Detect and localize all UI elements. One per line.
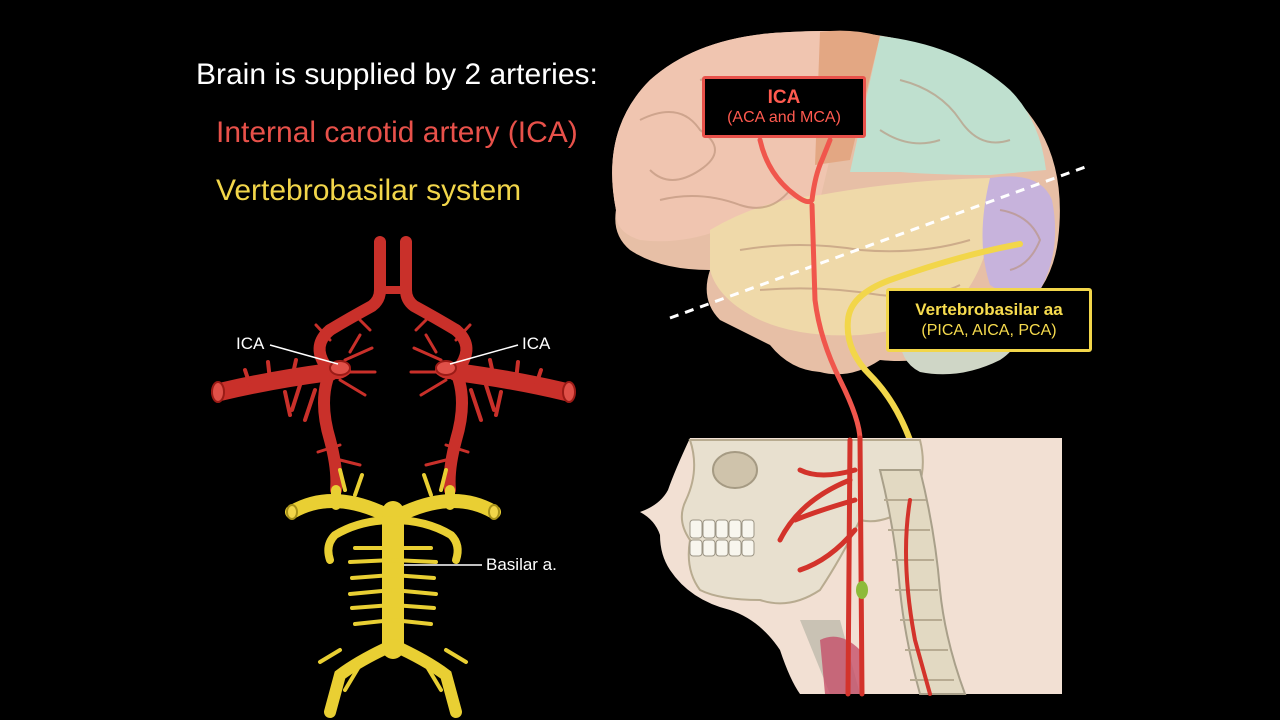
slide-heading: Brain is supplied by 2 arteries: bbox=[196, 58, 598, 91]
ica-callout-subtitle: (ACA and MCA) bbox=[727, 109, 841, 126]
carotid-body bbox=[856, 581, 868, 599]
ica-list-item: Internal carotid artery (ICA) bbox=[216, 116, 578, 149]
orbit bbox=[712, 451, 758, 489]
vertebrobasilar-callout-box: Vertebrobasilar aa (PICA, AICA, PCA) bbox=[886, 288, 1092, 352]
left-ica-stump bbox=[329, 360, 351, 376]
ica-right-label: ICA bbox=[522, 334, 551, 353]
teeth bbox=[689, 519, 755, 557]
basilar-label: Basilar a. bbox=[486, 555, 557, 574]
vertebrobasilar-callout-title: Vertebrobasilar aa bbox=[915, 300, 1063, 319]
vertebrobasilar-list-item: Vertebrobasilar system bbox=[216, 174, 522, 207]
occipital-lobe bbox=[982, 176, 1056, 297]
thyroid bbox=[820, 636, 860, 694]
spine bbox=[878, 469, 967, 695]
left-mca-stump bbox=[211, 381, 225, 403]
head-neck-illustration bbox=[630, 435, 1062, 697]
vertebrobasilar-callout-subtitle: (PICA, AICA, PCA) bbox=[921, 322, 1057, 339]
ica-callout-box: ICA (ACA and MCA) bbox=[702, 76, 866, 138]
ica-right-leader bbox=[449, 344, 519, 365]
right-ica-stump bbox=[435, 360, 457, 376]
ica-callout-title: ICA bbox=[767, 87, 801, 108]
face-profile bbox=[630, 438, 800, 694]
left-pca-stump bbox=[286, 504, 298, 520]
ica-left-leader bbox=[269, 344, 339, 365]
vertebrobasilar-route bbox=[844, 241, 1023, 443]
ica-left-label: ICA bbox=[236, 334, 265, 353]
right-pca-stump bbox=[488, 504, 500, 520]
anterior-cerebral-arteries bbox=[324, 236, 462, 336]
vertebrobasilar-system bbox=[285, 468, 501, 718]
right-mca-stump bbox=[562, 381, 576, 403]
ica-route bbox=[757, 137, 863, 443]
dashed-divider bbox=[669, 164, 1089, 320]
vertebrae bbox=[884, 499, 954, 681]
neck-arteries bbox=[777, 435, 932, 697]
